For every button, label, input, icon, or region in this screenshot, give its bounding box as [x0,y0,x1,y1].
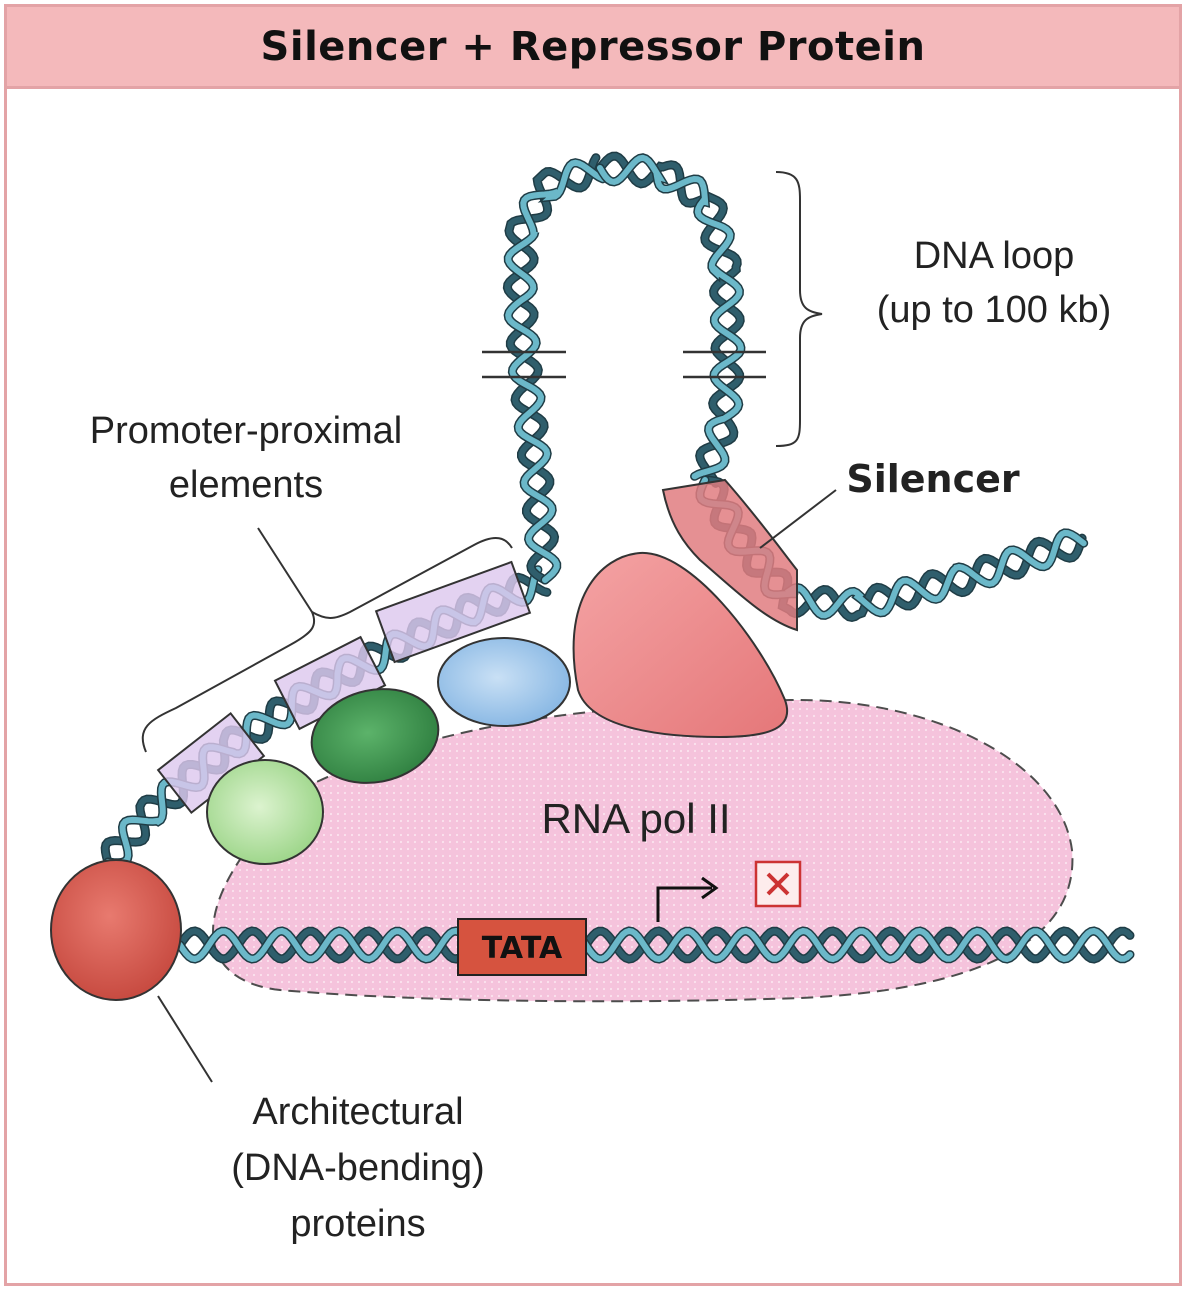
dna-strand-front [597,154,744,480]
promoter-leader-line [257,527,313,613]
x-box-icon [754,860,802,908]
title-bar: Silencer + Repressor Protein [7,7,1179,89]
dark-green-protein [310,688,440,784]
silencer-leader-line [759,489,837,549]
dna-break-marks [482,350,766,379]
dna-bending-label: (DNA-bending) [231,1147,484,1189]
dna-loop-brace [775,171,823,447]
dna-loop-left [502,153,608,585]
dna-loop-right [595,151,746,488]
promoter-bracket [141,537,513,753]
dna-bottom-segment [175,926,1135,964]
dna-strand-back [597,153,744,487]
repressor-protein [572,551,789,739]
architectural-protein [50,859,182,1001]
dna-strand-outline [503,158,608,585]
blue-protein [437,637,571,727]
tata-label: TATA [482,931,563,966]
dna-loop-size-label: (up to 100 kb) [877,289,1111,331]
light-green-protein [206,759,324,865]
diagram-title: Silencer + Repressor Protein [260,23,926,70]
architectural-label: Architectural [252,1091,463,1133]
diagram-frame: Silencer + Repressor Protein [4,4,1182,1286]
bent-arrow-icon [656,876,719,922]
rna-pol-ii-label: RNA pol II [541,795,730,842]
promoter-proximal-label: Promoter-proximal [90,410,403,452]
dna-strand-front [505,159,606,583]
silencer-box [661,478,798,632]
proteins-label: proteins [290,1203,425,1245]
promoter-elements-label: elements [169,464,323,506]
dna-loop-label: DNA loop [914,235,1075,277]
promoter-proximal-element-boxes [156,560,532,815]
architectural-leader-line [157,995,213,1083]
tata-box: TATA [457,918,587,976]
dna-strand-front [177,927,1133,963]
dna-strand-back [177,927,1133,963]
silencer-label: Silencer [846,457,1020,501]
